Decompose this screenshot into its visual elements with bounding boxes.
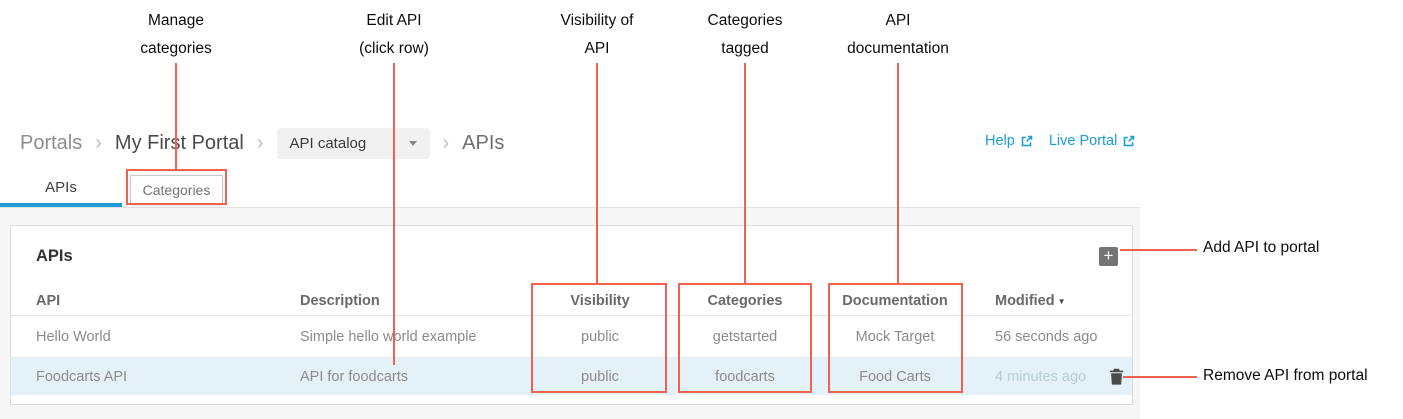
column-header-documentation: Documentation [842,292,948,309]
tab-bar: APIs Categories [0,172,1140,207]
help-link[interactable]: Help [985,133,1033,149]
annotation-text: documentation [847,40,949,57]
tab-apis[interactable]: APIs [0,172,122,207]
live-portal-link-label: Live Portal [1048,133,1118,149]
breadcrumb-separator-icon: › [256,131,264,154]
annotation-visibility-of-api: Visibility of API [561,7,634,63]
breadcrumb-my-first-portal[interactable]: My First Portal [114,131,244,154]
column-header-visibility: Visibility [570,292,630,309]
annotation-line-visibility [596,63,598,283]
cell-categories: getstarted [712,328,778,345]
annotation-text: Categories [707,12,783,29]
cell-description: Simple hello world example [300,328,477,345]
annotation-text: API [885,12,911,29]
annotation-edit-api: Edit API (click row) [359,7,429,63]
annotation-line-remove-api [1123,376,1197,378]
annotation-manage-categories: Manage categories [140,7,212,63]
column-header-modified-label: Modified [995,292,1055,309]
table-row-selected[interactable]: Foodcarts API API for foodcarts public f… [11,357,1132,395]
trash-icon [1109,368,1123,385]
cell-visibility: public [581,328,619,345]
column-header-description: Description [300,292,380,309]
external-link-icon [1124,135,1135,146]
annotation-categories-tagged: Categories tagged [708,7,783,63]
api-catalog-dropdown[interactable]: API catalog [276,127,430,159]
breadcrumb-apis: APIs [462,131,505,154]
cell-categories: foodcarts [715,368,775,385]
annotation-text: Manage [147,12,205,29]
annotation-line-categories [744,63,746,283]
help-link-label: Help [985,133,1015,149]
table-header-row: API Description Visibility Categories Do… [11,286,1132,316]
breadcrumb-portals[interactable]: Portals [20,131,83,154]
annotation-line-add-api [1120,249,1197,251]
cell-modified: 4 minutes ago [995,368,1087,385]
sort-desc-icon: ▼ [1057,296,1066,306]
annotation-add-api-to-portal: Add API to portal [1203,239,1320,256]
column-header-modified[interactable]: Modified▼ [970,293,1100,309]
annotation-line-documentation [897,63,899,283]
annotation-text: tagged [721,40,769,57]
annotation-api-documentation: API documentation [847,7,949,63]
external-link-icon [1021,135,1033,146]
column-header-categories: Categories [707,292,783,309]
cell-modified: 56 seconds ago [995,328,1098,345]
table-row[interactable]: Hello World Simple hello world example p… [11,316,1132,357]
cell-visibility: public [581,368,619,385]
cell-api: Hello World [36,328,111,345]
annotation-text: categories [140,40,212,57]
apis-panel-header: APIs + [11,226,1132,286]
annotation-text: API [584,40,610,57]
panel-title: APIs [36,246,73,265]
api-catalog-dropdown-value: API catalog [289,134,367,152]
annotation-text: Edit API [366,12,422,29]
breadcrumb-separator-icon: › [95,131,102,154]
breadcrumb-separator-icon: › [442,131,450,154]
breadcrumb: Portals › My First Portal › API catalog … [20,126,504,160]
cell-api: Foodcarts API [36,368,128,385]
annotation-remove-api-from-portal: Remove API from portal [1203,367,1368,384]
header-links: Help Live Portal [985,133,1135,149]
cell-documentation: Mock Target [855,328,935,345]
column-header-api: API [36,292,61,309]
annotation-line-edit-api [393,63,395,365]
tab-categories[interactable]: Categories [130,175,223,204]
live-portal-link[interactable]: Live Portal [1049,133,1136,149]
annotation-text: Visibility of [560,12,634,29]
annotation-line-manage-categories [175,63,177,170]
cell-description: API for foodcarts [300,368,408,385]
remove-api-button[interactable] [1109,368,1124,385]
apis-panel: APIs + API Description Visibility Catego… [10,225,1133,405]
annotation-text: (click row) [359,40,429,57]
cell-documentation: Food Carts [859,368,931,385]
chevron-down-icon [408,140,417,146]
add-api-button[interactable]: + [1099,246,1118,266]
